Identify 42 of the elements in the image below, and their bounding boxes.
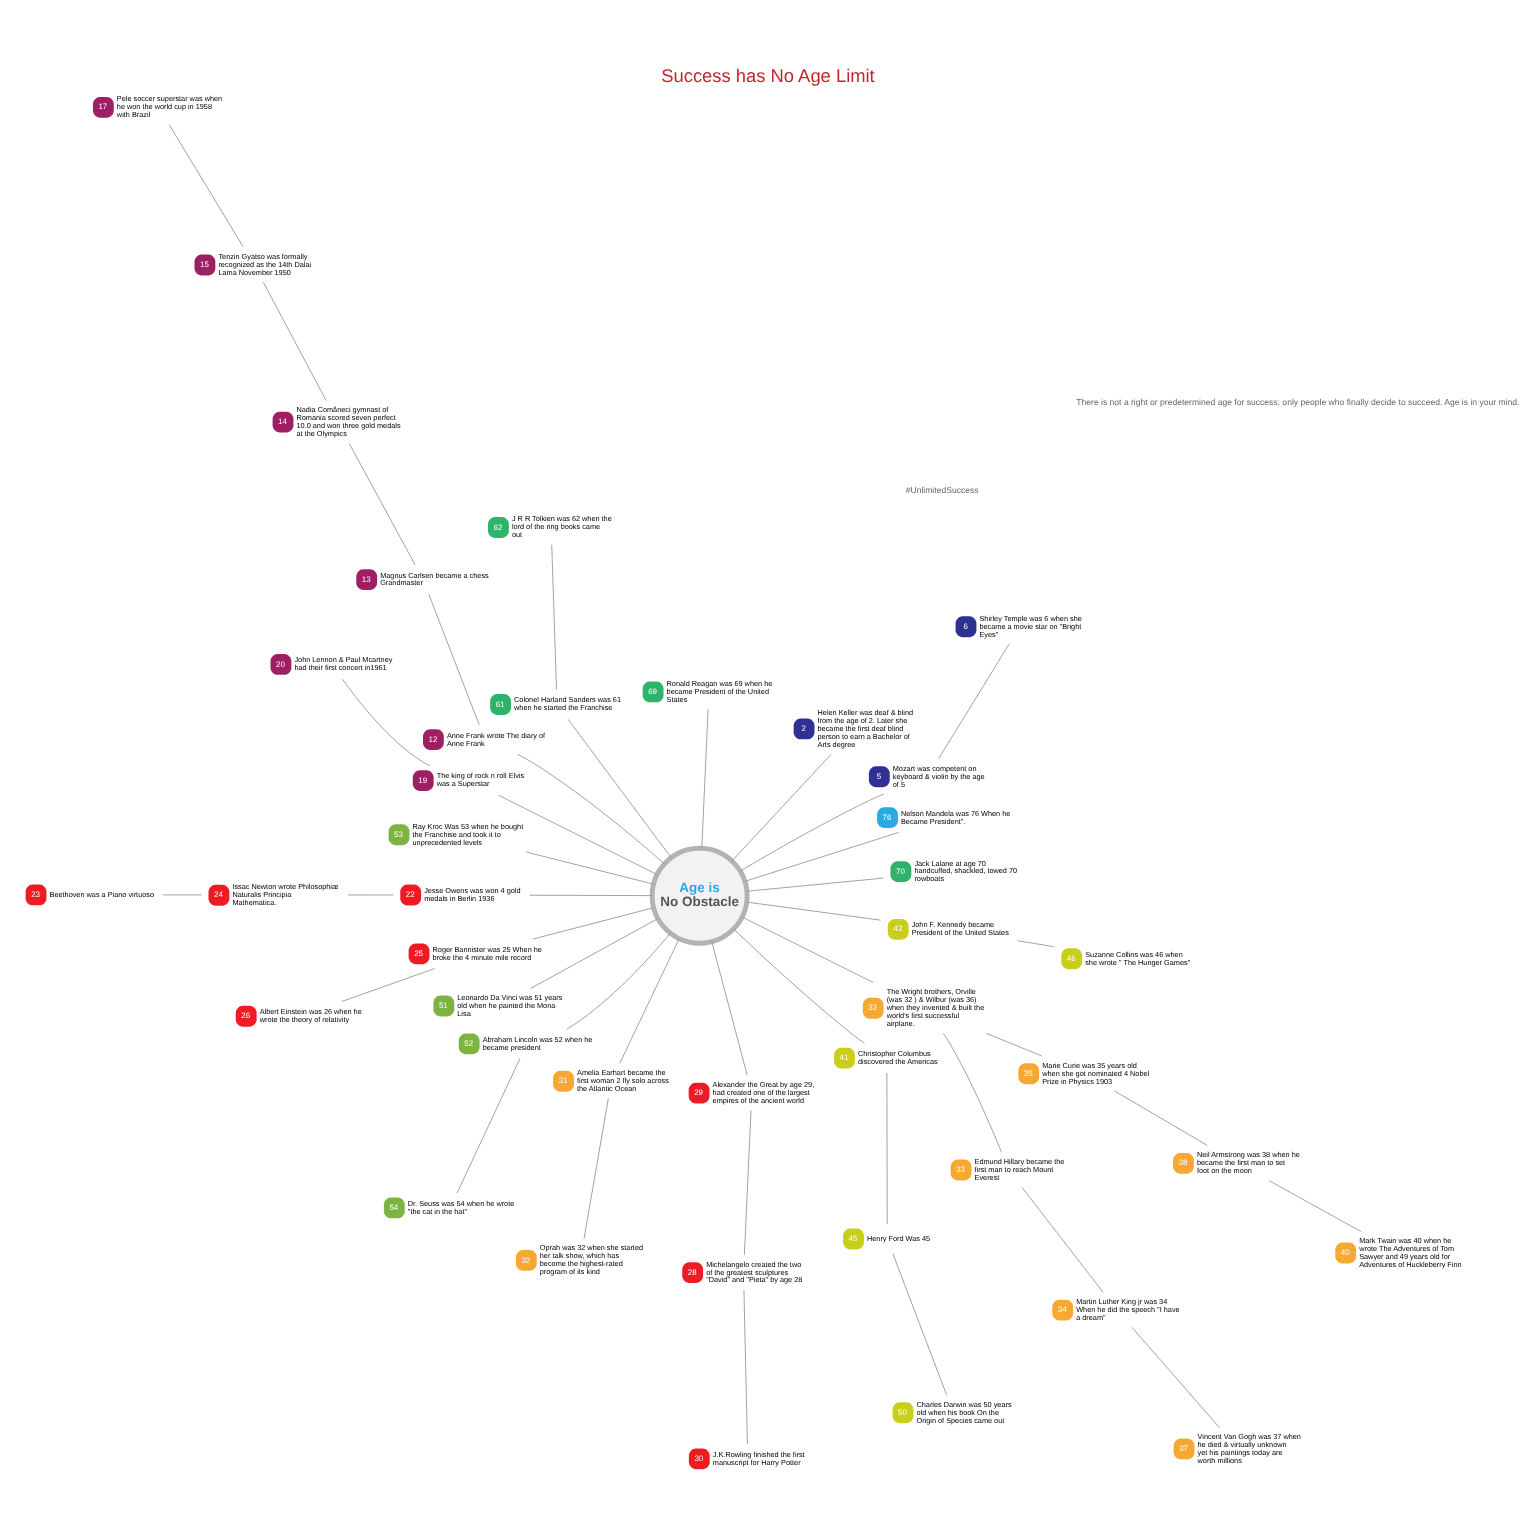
connector [1113,1089,1208,1145]
connector [938,642,1010,759]
connector [583,1097,609,1239]
connector [701,707,709,848]
connector [743,1108,752,1255]
connector [731,752,832,861]
connector [262,280,327,401]
connector [1268,1179,1362,1231]
connector [744,830,900,881]
connector [498,793,658,874]
connector [741,915,874,982]
connector [347,893,394,895]
connector [428,592,480,725]
connector [619,937,680,1063]
connector [886,1071,888,1224]
connector [743,1288,748,1444]
connector [342,677,431,766]
connector [456,1057,521,1193]
connector [348,442,416,565]
connector [551,543,557,690]
connector [746,900,882,920]
connector [532,906,655,939]
connector [530,917,659,988]
connector [746,876,885,891]
connector [567,717,672,858]
connector [986,1031,1043,1056]
connector [341,967,435,1001]
connector [529,893,653,896]
connector [1021,1186,1104,1292]
connector [733,927,865,1043]
connector [168,123,244,247]
connector [162,893,203,895]
connector [525,850,655,884]
connector [566,931,671,1029]
connector [711,940,748,1075]
connector [1131,1326,1220,1427]
connector [739,792,884,871]
connector [517,752,665,864]
connector [892,1252,948,1395]
connector [1016,939,1055,947]
diagram-title: Success has No Age Limit [661,64,875,85]
connector [943,1031,1002,1152]
